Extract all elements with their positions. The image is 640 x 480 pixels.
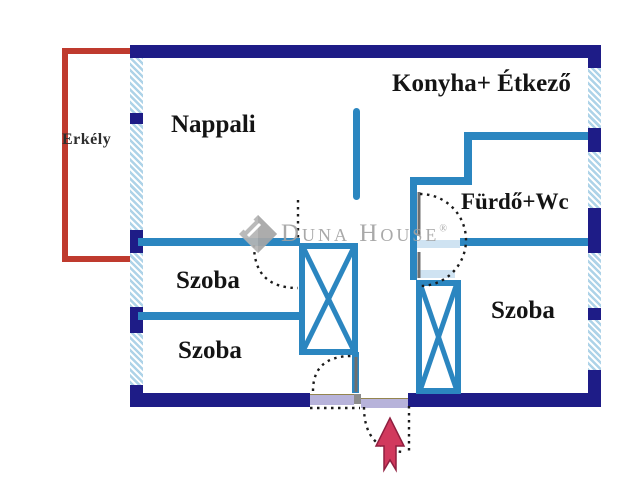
outer-wall-top [130,45,601,58]
room-label-szoba-right: Szoba [491,297,555,324]
duna-house-logo-icon [239,215,277,253]
wall-corridor [410,177,417,280]
wall-bath-step-horizontal [410,177,472,185]
wall-bath-bottom [460,238,588,246]
entrance-door-post [354,394,361,404]
wall-segment [588,58,601,68]
wall-bath-step-vertical [464,132,472,185]
room-label-erkely: Erkély [62,131,112,148]
wall-segment [588,128,601,152]
wall-segment [588,308,601,320]
wall-nappali-szoba [138,238,300,246]
wall-kitchen-stub [353,108,360,200]
entrance-threshold-outer [361,398,408,408]
outer-wall-bottom-left [130,393,310,407]
wall-segment [130,230,143,253]
wall-segment [130,113,143,124]
room-label-furdo: Fürdő+Wc [461,189,569,214]
wall-szoba-szoba [138,312,300,320]
watermark: Duna House® [237,213,447,255]
balcony-outline [62,48,132,262]
room-label-szoba-bottom: Szoba [178,337,242,364]
wardrobe-box-left [299,243,358,355]
wall-segment [130,385,143,393]
room-label-konyha: Konyha+ Étkező [392,70,571,97]
entrance-outer-door-swing [362,406,405,454]
wall-segment [130,307,143,333]
entrance-threshold-inner [310,394,354,405]
outer-wall-bottom-right [408,393,601,407]
wall-segment [588,370,601,393]
room-label-szoba-top: Szoba [176,267,240,294]
entrance-arrow [374,416,406,473]
wall-bath-top [464,132,588,140]
watermark-text: Duna House® [281,220,447,247]
wall-segment [588,208,601,253]
outer-wall-left-windows [130,58,143,393]
outer-wall-right-windows [588,58,601,393]
entrance-inner-door-swing [311,354,353,392]
room-label-nappali: Nappali [171,111,256,138]
registered-mark: ® [439,223,447,235]
wc-door-opening [417,270,455,278]
wardrobe-box-right [416,280,461,394]
wall-below-wardrobe [352,352,359,393]
